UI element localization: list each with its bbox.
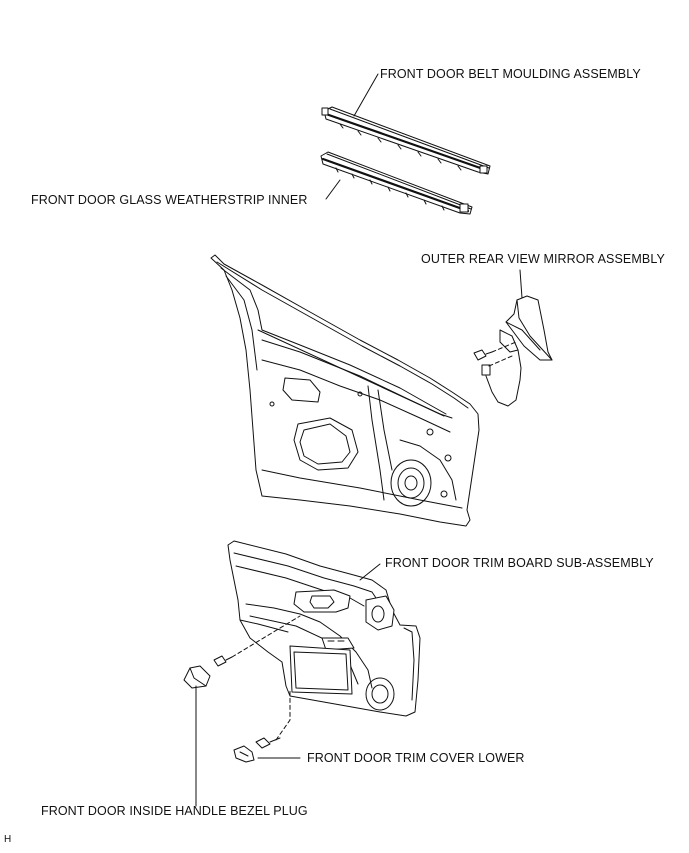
corner-mark: H [4, 834, 12, 845]
label-handle-bezel-plug: FRONT DOOR INSIDE HANDLE BEZEL PLUG [41, 804, 308, 818]
door-panel-part [211, 255, 479, 526]
trim-cover-lower-part [234, 690, 290, 762]
outer-mirror-part [474, 296, 552, 406]
label-belt-moulding: FRONT DOOR BELT MOULDING ASSEMBLY [380, 67, 641, 81]
trim-board-part [228, 541, 420, 716]
label-outer-mirror: OUTER REAR VIEW MIRROR ASSEMBLY [421, 252, 665, 266]
handle-bezel-plug-part [184, 666, 210, 688]
label-trim-board: FRONT DOOR TRIM BOARD SUB-ASSEMBLY [385, 556, 654, 570]
label-glass-weatherstrip: FRONT DOOR GLASS WEATHERSTRIP INNER [31, 193, 308, 207]
leader-lines [196, 74, 522, 806]
trim-screw-upper [214, 616, 300, 666]
label-trim-cover-lower: FRONT DOOR TRIM COVER LOWER [307, 751, 525, 765]
belt-moulding-part [322, 107, 490, 174]
glass-weatherstrip-part [321, 152, 472, 214]
